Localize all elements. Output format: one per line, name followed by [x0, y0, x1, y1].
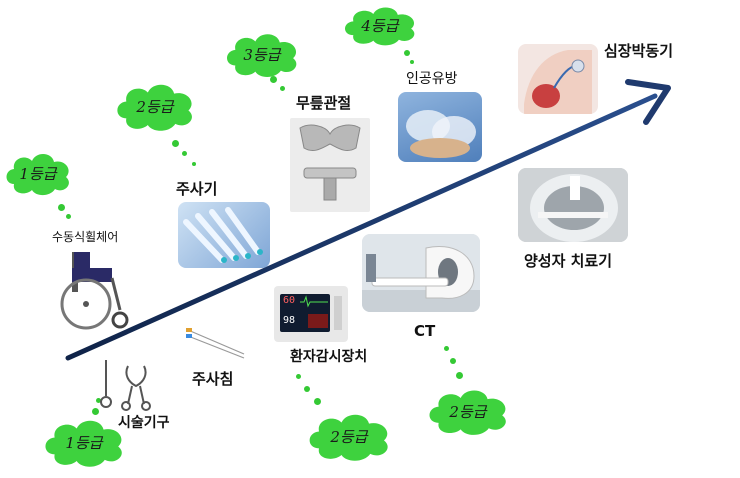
- grade-label: 2등급: [449, 402, 487, 421]
- grade-cloud-syringe: 2등급: [112, 78, 198, 134]
- device-label-patient-monitor: 환자감시장치: [290, 349, 368, 365]
- surgical-tools-icon: [100, 360, 151, 411]
- knee-joint-image: [290, 118, 370, 212]
- connector-dot: [270, 76, 277, 83]
- connector-dot: [404, 50, 410, 56]
- grade-label: 1등급: [19, 164, 57, 183]
- device-label-surgical-tools: 시술기구: [118, 415, 170, 431]
- grade-cloud-patient-monitor: 2등급: [304, 408, 394, 464]
- device-label-needle: 주사침: [192, 370, 234, 388]
- connector-dot: [92, 408, 99, 415]
- breast-implant-image: [398, 92, 482, 162]
- grade-label: 1등급: [65, 433, 103, 452]
- grade-cloud-ct: 2등급: [424, 384, 512, 438]
- patient-monitor-image: 60 98: [274, 286, 348, 342]
- pacemaker-image: [518, 44, 598, 114]
- device-label-wheelchair: 수동식휠체어: [52, 230, 119, 244]
- connector-dot: [96, 398, 101, 403]
- ct-image: [362, 234, 480, 312]
- wheelchair-icon: [60, 252, 129, 330]
- device-label-ct: CT: [414, 322, 436, 340]
- connector-dot: [172, 140, 179, 147]
- device-label-proton-therapy: 양성자 치료기: [524, 252, 613, 270]
- grade-cloud-surgical-tools: 1등급: [40, 414, 128, 470]
- needle-icon: [186, 328, 245, 359]
- grade-cloud-breast-implant: 4등급: [340, 2, 420, 48]
- grade-label: 4등급: [361, 16, 399, 35]
- connector-dot: [192, 162, 196, 166]
- grade-label: 2등급: [330, 427, 368, 446]
- connector-dot: [314, 398, 321, 405]
- device-label-knee-joint: 무릎관절: [296, 94, 352, 112]
- connector-dot: [410, 60, 414, 64]
- connector-dot: [58, 204, 65, 211]
- grade-cloud-wheelchair: 1등급: [2, 148, 74, 198]
- grade-cloud-knee-joint: 3등급: [222, 28, 302, 80]
- connector-dot: [182, 151, 187, 156]
- connector-dot: [304, 386, 310, 392]
- proton-therapy-image: [518, 168, 628, 242]
- device-label-pacemaker: 심장박동기: [604, 42, 674, 60]
- monitor-readout-top: 60: [283, 295, 296, 306]
- connector-dot: [456, 372, 463, 379]
- connector-dot: [280, 86, 285, 91]
- connector-dot: [296, 374, 301, 379]
- connector-dot: [66, 214, 71, 219]
- device-label-syringe: 주사기: [176, 180, 218, 198]
- device-label-breast-implant: 인공유방: [406, 71, 458, 87]
- monitor-readout-bottom: 98: [283, 315, 296, 326]
- connector-dot: [444, 346, 449, 351]
- grade-label: 2등급: [136, 97, 174, 116]
- grade-label: 3등급: [243, 45, 281, 64]
- connector-dot: [450, 358, 456, 364]
- syringe-image: [178, 202, 270, 268]
